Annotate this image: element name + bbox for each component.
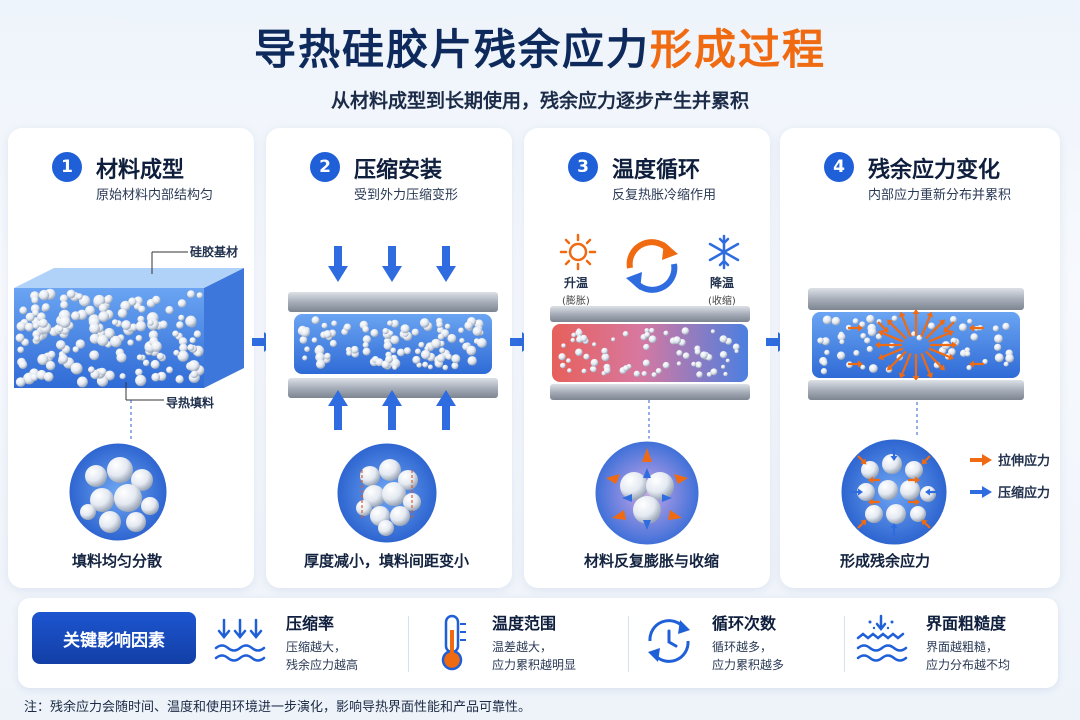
cool-sublabel: (收缩)	[708, 296, 736, 307]
step-panel-4: 4 残余应力变化 内部应力重新分布并累积 拉伸应力 压缩应力 形成残余应力	[780, 128, 1060, 588]
filler-zoom-circle	[66, 440, 170, 544]
step-description: 反复热胀冷缩作用	[612, 188, 717, 203]
factor-title: 循环次数	[712, 614, 777, 633]
step-caption: 厚度减小，填料间距变小	[304, 552, 470, 570]
surface-roughness-icon	[856, 614, 908, 662]
divider	[628, 616, 629, 672]
factor-temperature-range: 温度范围 温差越大， 应力累积越明显	[424, 608, 624, 678]
footnote: 注：残余应力会随时间、温度和使用环境进一步演化，影响导热界面性能和产品可靠性。	[24, 700, 532, 715]
filler-leader-line	[125, 382, 164, 401]
step-number: 1	[52, 152, 82, 182]
factor-title: 界面粗糙度	[926, 614, 1007, 633]
page-title: 导热硅胶片残余应力形成过程	[0, 16, 1080, 77]
step-number: 3	[568, 152, 598, 182]
divider	[408, 616, 409, 672]
cycle-arrows-icon	[626, 239, 678, 293]
step-caption: 填料均匀分散	[72, 552, 163, 570]
step-panel-1: 1 材料成型 原始材料内部结构匀 硅胶基材 导热填料 填料均匀分散	[8, 128, 254, 588]
factor-line: 应力分布越不均	[926, 658, 1011, 672]
heat-sublabel: (膨胀)	[562, 296, 590, 307]
cycle-clock-icon	[648, 619, 690, 663]
step-caption: 材料反复膨胀与收缩	[584, 552, 720, 570]
residual-stress-pad-illustration	[808, 288, 1024, 400]
thermal-zoom-circle	[592, 438, 702, 548]
step-number: 2	[310, 152, 340, 182]
zoom-line	[130, 400, 132, 444]
step-caption: 形成残余应力	[840, 552, 931, 570]
step-description: 受到外力压缩变形	[354, 188, 459, 203]
step-panel-3: 3 温度循环 反复热胀冷缩作用 升温 (膨胀) 降温 (收缩)	[524, 128, 770, 588]
matrix-leader-line	[151, 251, 188, 274]
matrix-label: 硅胶基材	[190, 245, 239, 259]
factor-line: 温差越大，	[492, 640, 553, 654]
page-subtitle: 从材料成型到长期使用，残余应力逐步产生并累积	[330, 90, 749, 112]
compression-arrows-top	[328, 246, 456, 282]
key-factors-badge: 关键影响因素	[32, 612, 196, 664]
step-title: 压缩安装	[354, 158, 443, 183]
compression-rate-icon	[214, 618, 266, 662]
stress-zoom-circle	[838, 436, 950, 548]
divider	[844, 616, 845, 672]
compression-arrows-bottom	[328, 390, 456, 430]
compressed-pad-illustration	[288, 292, 498, 398]
factor-line: 应力累积越多	[712, 658, 785, 672]
thermometer-icon	[441, 614, 466, 671]
factor-line: 应力累积越明显	[492, 658, 577, 672]
zoom-line	[648, 400, 650, 440]
step-description: 内部应力重新分布并累积	[868, 188, 1012, 203]
factor-line: 界面越粗糙，	[926, 640, 999, 654]
factor-compression-rate: 压缩率 压缩越大， 残余应力越高	[214, 608, 414, 678]
factor-line: 压缩越大，	[286, 640, 347, 654]
key-factors-panel: 关键影响因素 压缩率 压缩越大， 残余应力越高 温度范围 温差越大， 应力累积越…	[18, 598, 1058, 688]
title-main: 导热硅胶片残余应力	[253, 25, 650, 74]
filler-label: 导热填料	[166, 396, 215, 410]
compressive-legend-label: 压缩应力	[998, 486, 1051, 501]
factor-title: 压缩率	[286, 614, 335, 633]
cool-label: 降温	[710, 276, 735, 290]
factor-title: 温度范围	[492, 614, 557, 633]
step-panel-2: 2 压缩安装 受到外力压缩变形 厚度减小，填料间距变小	[266, 128, 512, 588]
thermal-cycling-pad-illustration	[550, 306, 750, 400]
sun-icon	[559, 233, 597, 271]
factor-line: 循环越多，	[712, 640, 773, 654]
factor-surface-roughness: 界面粗糙度 界面越粗糙， 应力分布越不均	[854, 608, 1054, 678]
tensile-legend-label: 拉伸应力	[998, 454, 1051, 469]
snowflake-icon	[708, 234, 740, 270]
tensile-arrow-icon	[970, 454, 992, 466]
factor-cycle-count: 循环次数 循环越多， 应力累积越多	[640, 608, 840, 678]
compressive-arrow-icon	[970, 486, 992, 498]
factor-line: 残余应力越高	[286, 658, 359, 672]
zoom-line	[916, 402, 918, 438]
step-title: 温度循环	[612, 158, 701, 183]
material-block-illustration	[14, 268, 244, 388]
heat-label: 升温	[564, 276, 589, 290]
step-description: 原始材料内部结构匀	[96, 188, 214, 203]
title-accent: 形成过程	[650, 25, 827, 74]
compressed-zoom-circle	[334, 440, 440, 546]
step-title: 残余应力变化	[868, 158, 1001, 183]
step-title: 材料成型	[96, 158, 185, 183]
step-number: 4	[824, 152, 854, 182]
